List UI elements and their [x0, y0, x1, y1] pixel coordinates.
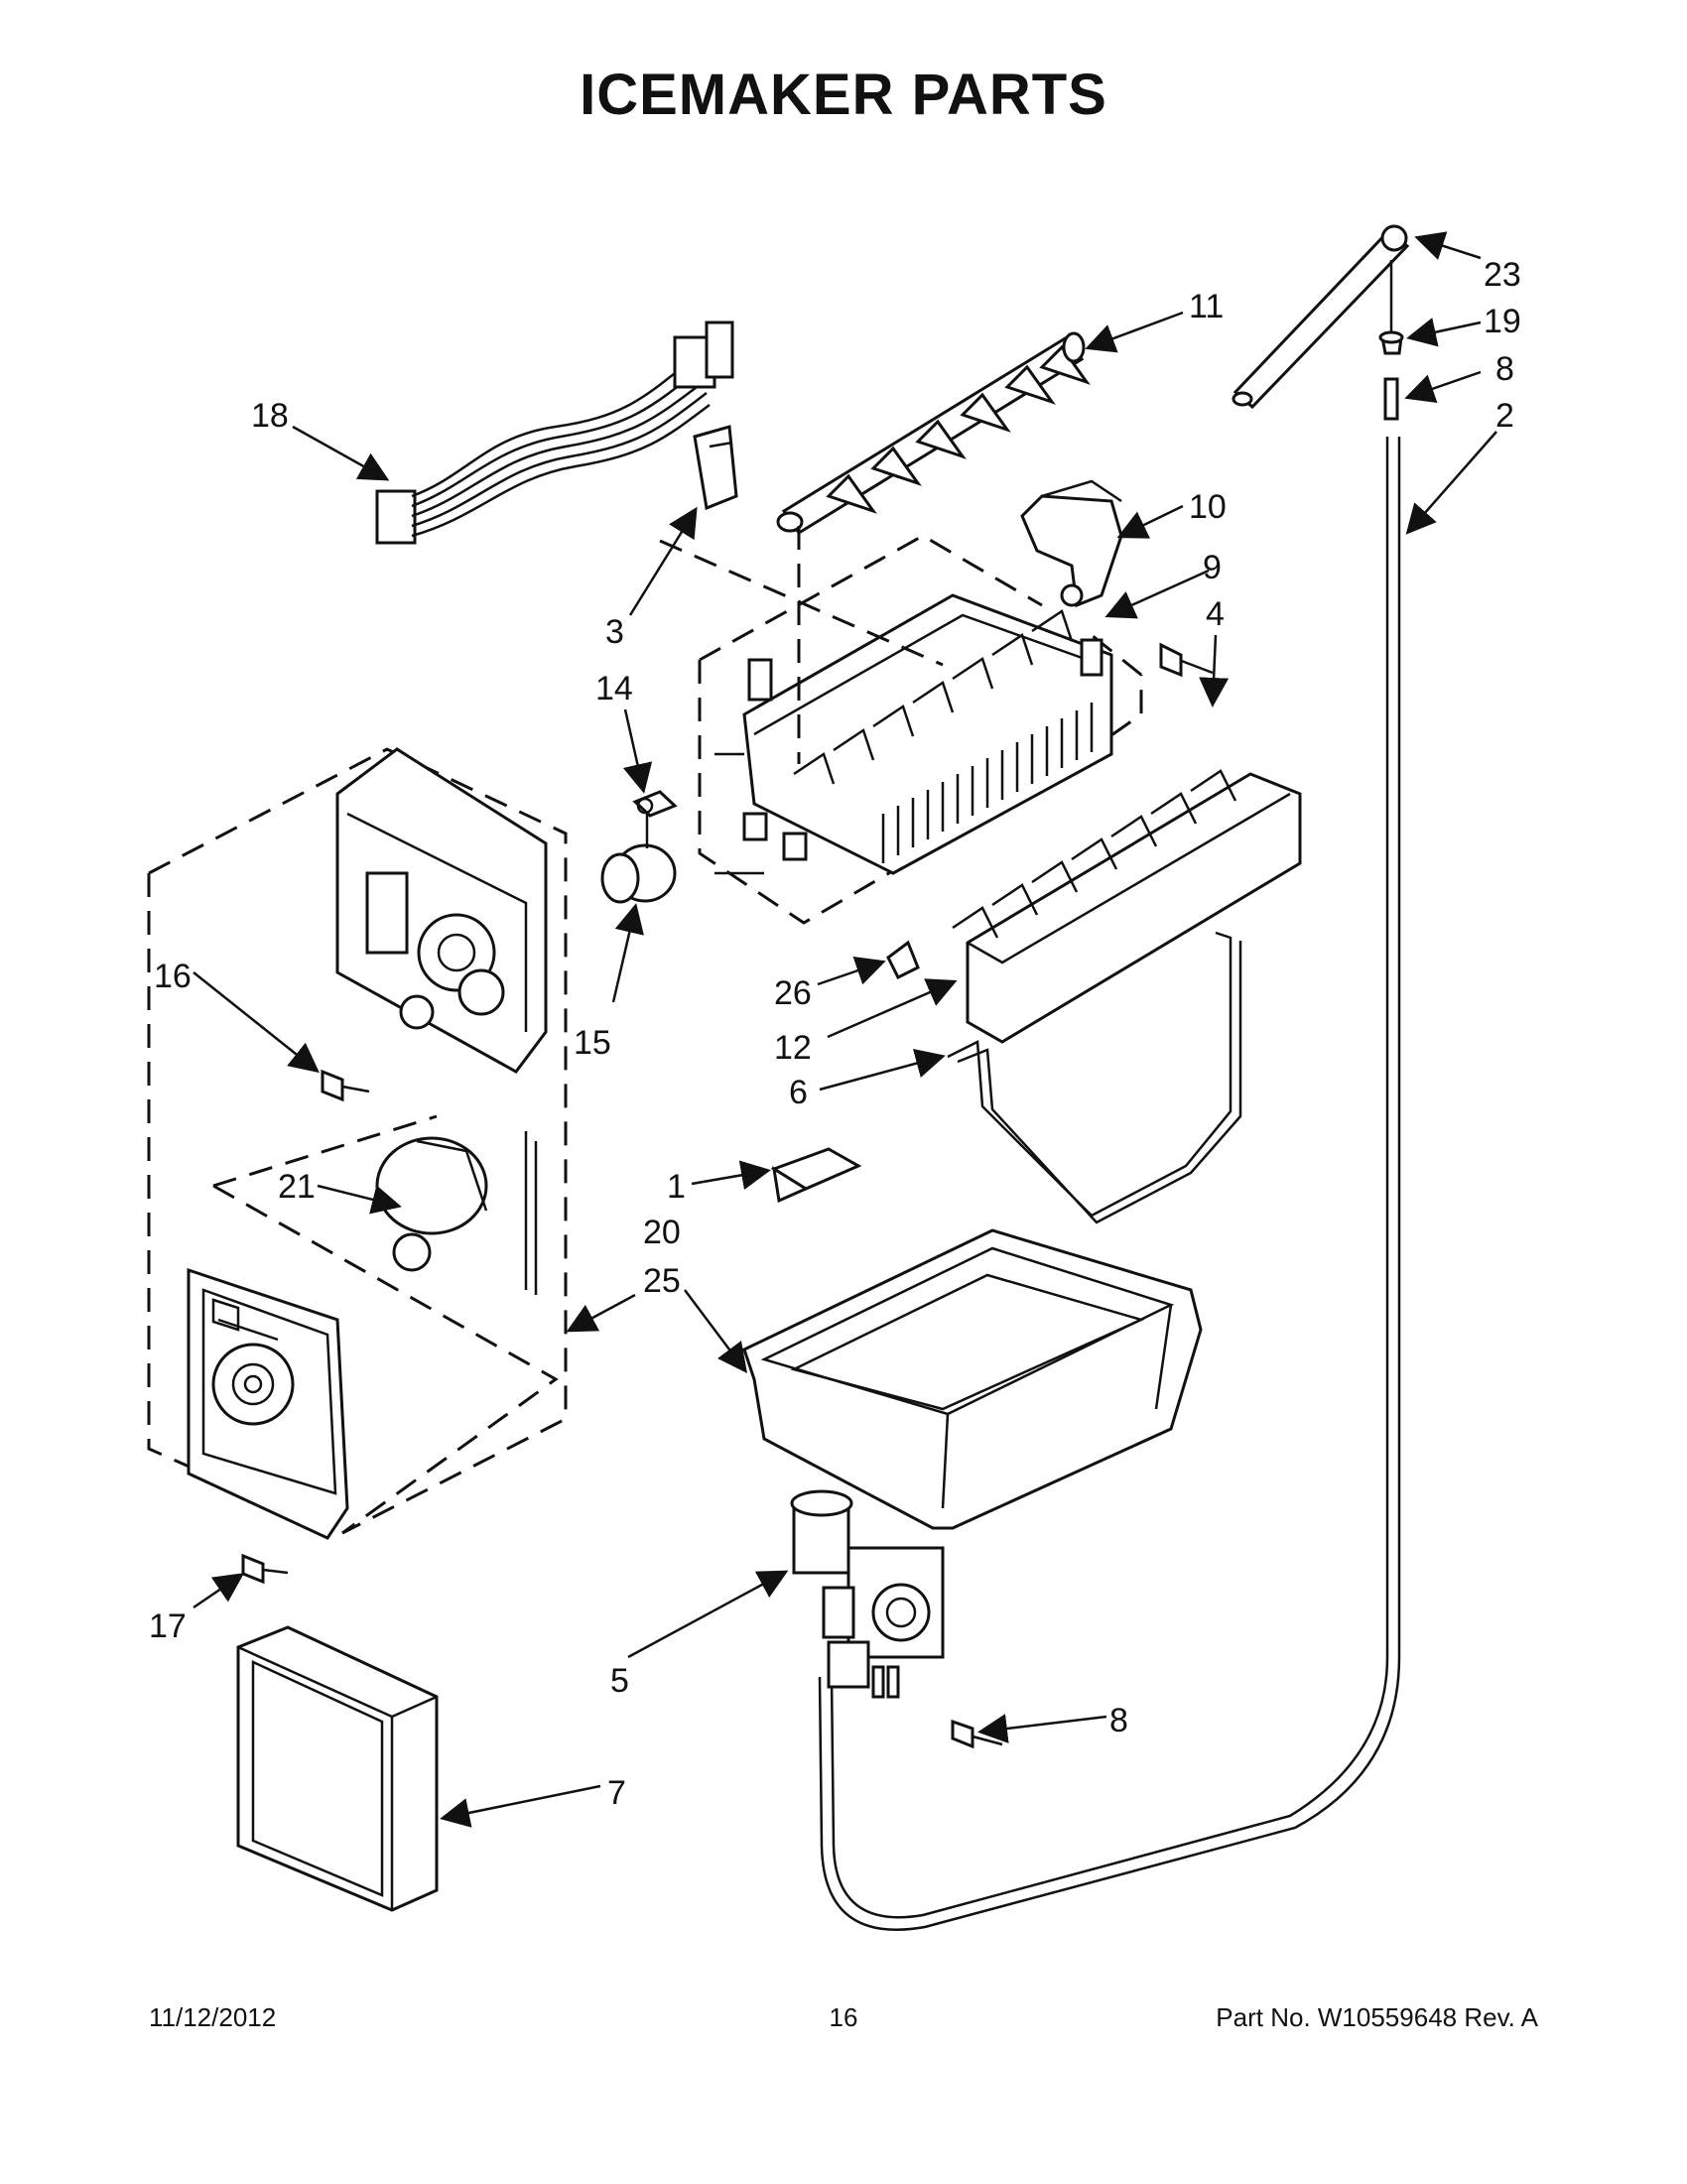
- callout-25: 25: [643, 1262, 681, 1300]
- callout-18: 18: [251, 397, 289, 435]
- icemaker-mold-part-9: [698, 534, 1143, 925]
- page-title: ICEMAKER PARTS: [580, 63, 1107, 127]
- callout-26: 26: [774, 974, 812, 1012]
- clamp-part-8-top: [1383, 377, 1399, 421]
- callout-5: 5: [610, 1662, 629, 1700]
- fill-tube-part-23: [1232, 224, 1410, 410]
- callout-1: 1: [667, 1168, 686, 1206]
- callout-9: 9: [1203, 549, 1222, 586]
- bracket-part-10: [1020, 479, 1123, 608]
- callout-2: 2: [1495, 397, 1514, 435]
- feeler-arm-part-6: [947, 931, 1242, 1224]
- callout-23: 23: [1484, 256, 1521, 294]
- screw-part-4: [1159, 642, 1214, 678]
- callout-4: 4: [1206, 595, 1225, 633]
- screw-part-16: [321, 1069, 370, 1102]
- control-assembly-part-20: [147, 747, 568, 1540]
- callout-8-top: 8: [1495, 350, 1514, 388]
- ice-bucket-part-25: [742, 1228, 1203, 1530]
- callout-19: 19: [1484, 303, 1521, 340]
- screw-part-8-bottom: [951, 1719, 1003, 1749]
- callout-11: 11: [1189, 288, 1224, 325]
- callout-14: 14: [595, 670, 633, 707]
- callout-3: 3: [605, 613, 624, 651]
- clip-part-26: [886, 940, 920, 980]
- callout-10: 10: [1189, 488, 1227, 526]
- motor-part-21: [375, 1131, 538, 1295]
- water-valve-part-5: [790, 1489, 945, 1699]
- thermostat-clip-part-14: [632, 790, 678, 818]
- clip-part-3: [693, 425, 738, 511]
- callout-17: 17: [149, 1607, 187, 1645]
- screw-part-17: [241, 1553, 289, 1585]
- callout-12: 12: [774, 1029, 812, 1067]
- thermostat-part-15: [600, 812, 677, 904]
- callout-8-bottom: 8: [1109, 1702, 1128, 1739]
- ejector-shaft-part-11: [776, 331, 1091, 536]
- callout-7: 7: [607, 1774, 626, 1812]
- callout-15: 15: [574, 1024, 611, 1062]
- ice-stripper-part-12: [952, 769, 1302, 1044]
- callout-21: 21: [278, 1168, 316, 1206]
- wire-harness-part-18: [375, 321, 734, 545]
- callout-6: 6: [789, 1074, 808, 1111]
- shield-part-1: [770, 1147, 862, 1204]
- callout-20: 20: [643, 1214, 681, 1251]
- footer-date: 11/12/2012: [149, 2002, 277, 2032]
- front-cover-part-7: [236, 1625, 439, 1912]
- grommet-part-19: [1378, 260, 1404, 355]
- footer-page-number: 16: [829, 2002, 858, 2032]
- water-tube-part-2: [818, 437, 1401, 1931]
- footer-part-number: Part No. W10559648 Rev. A: [1216, 2002, 1538, 2032]
- callout-16: 16: [154, 958, 192, 995]
